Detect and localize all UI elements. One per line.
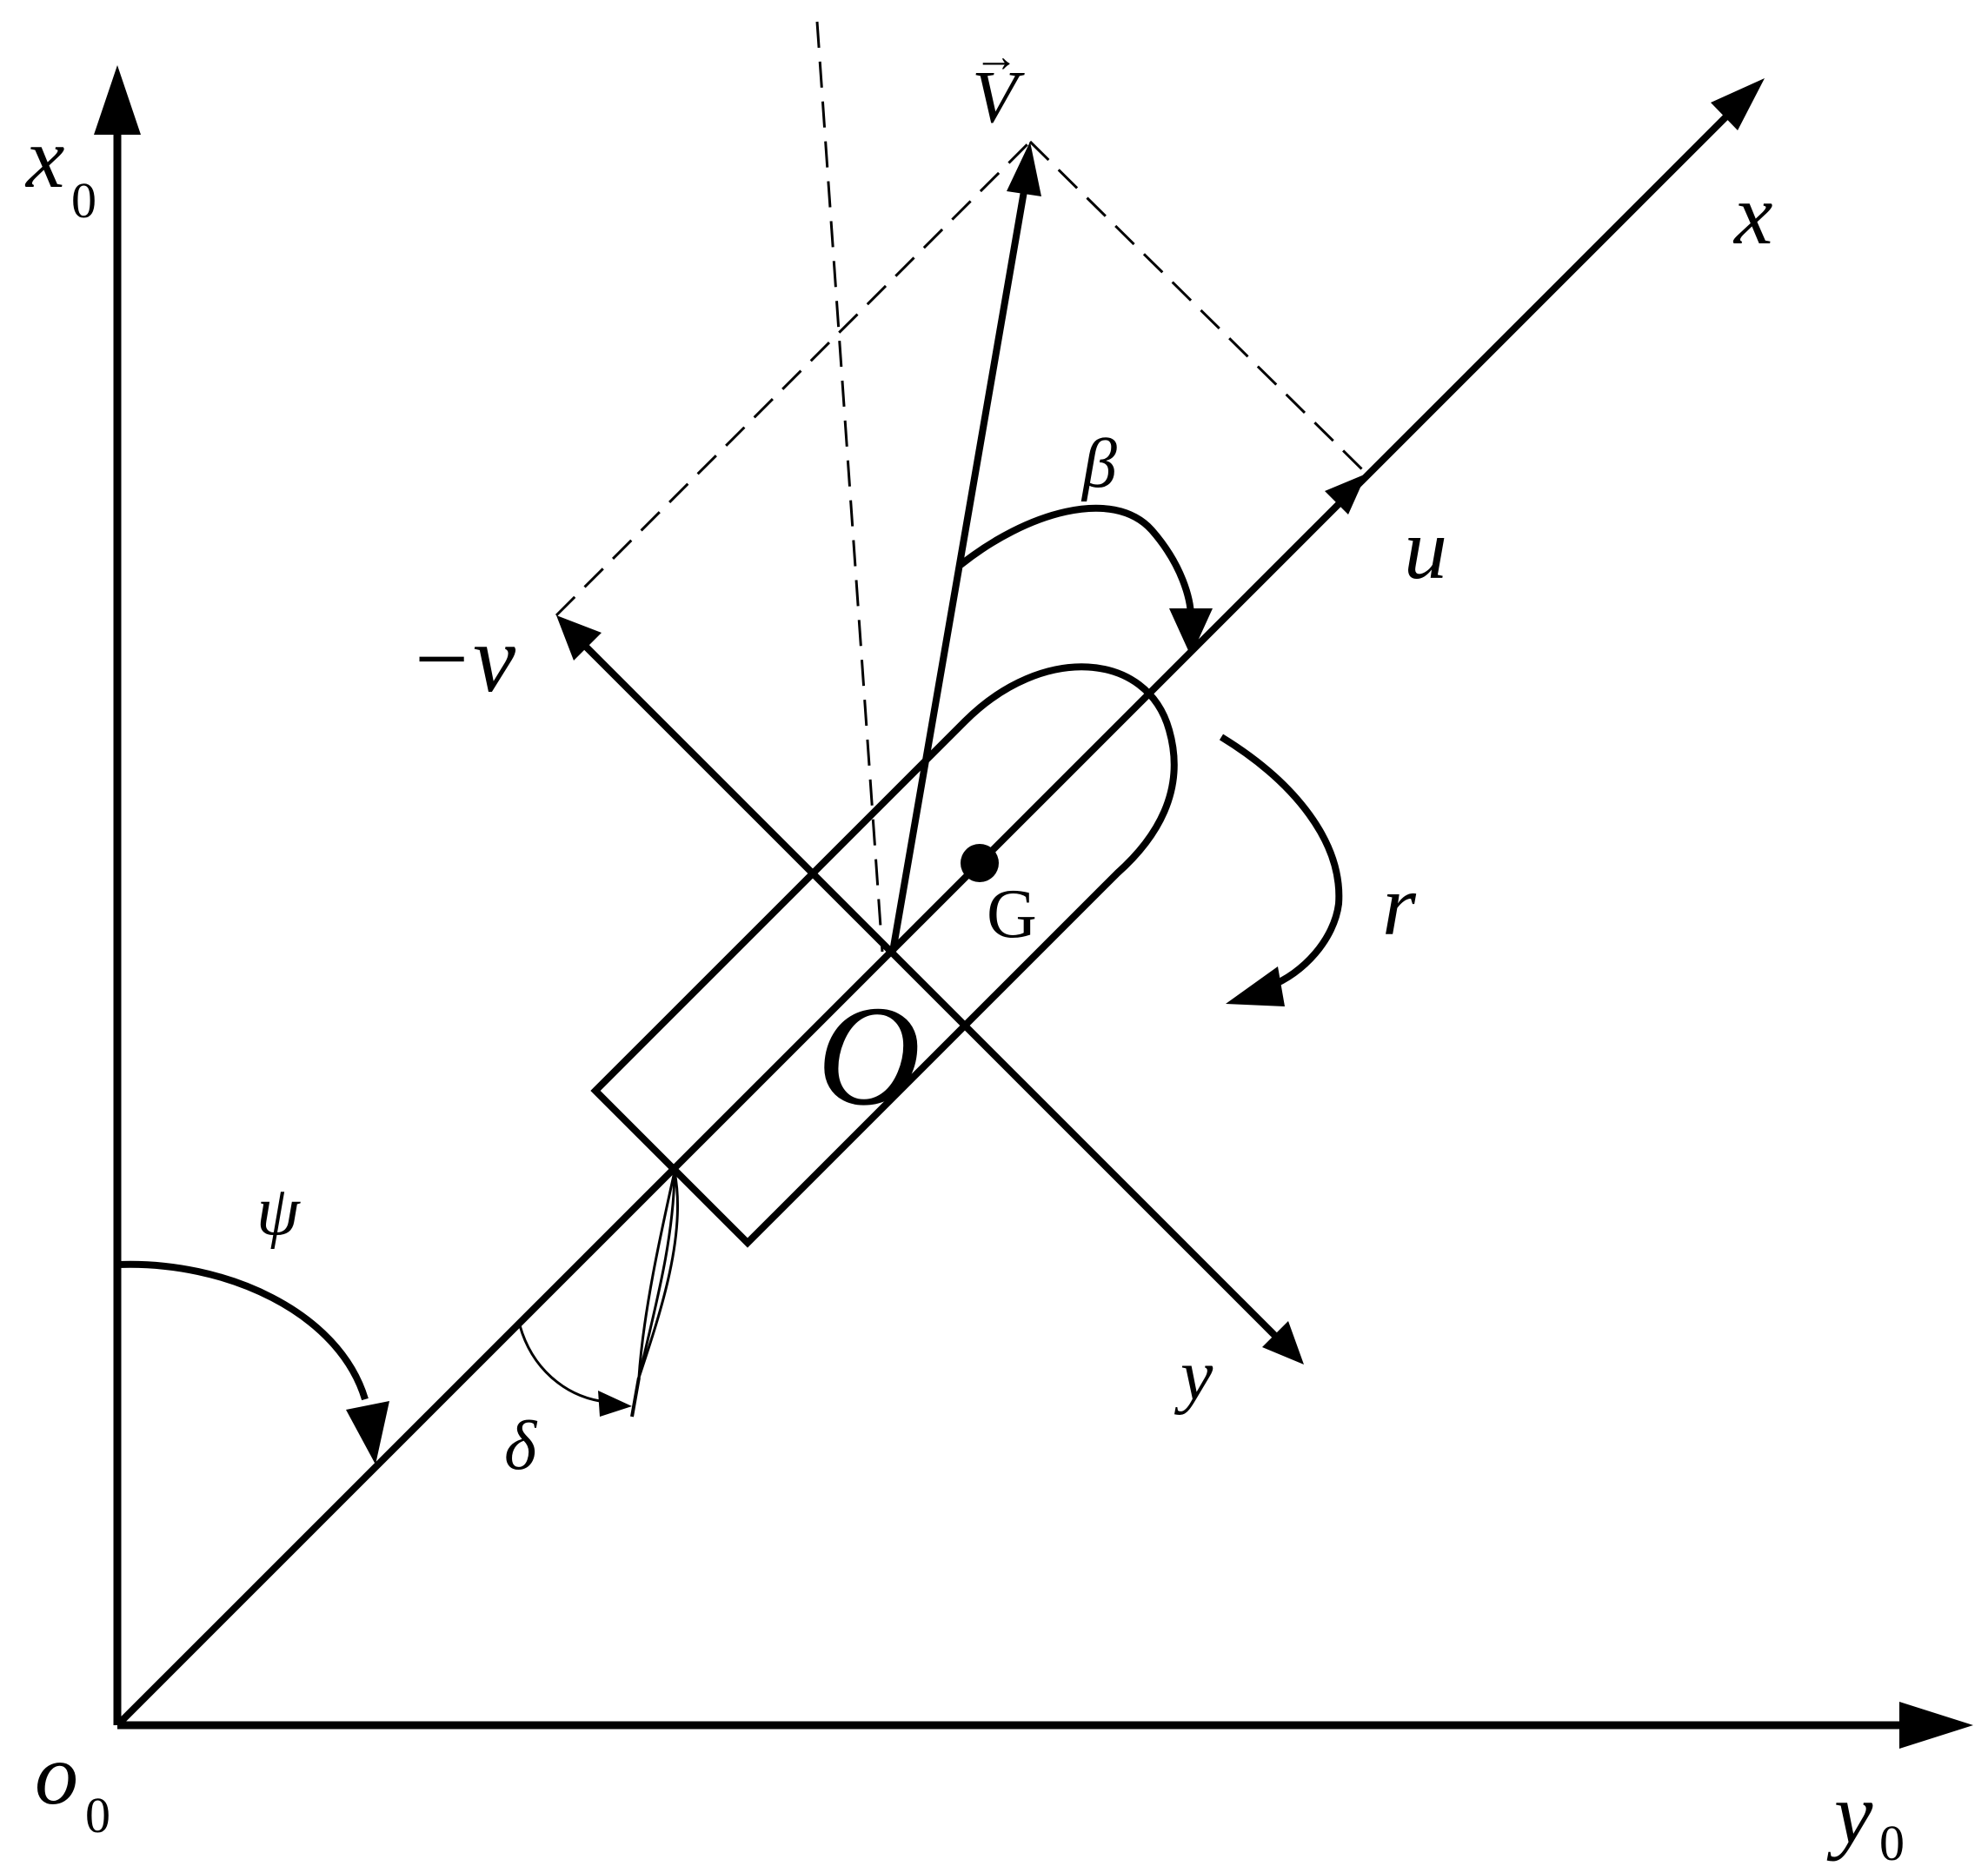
label-V-arrow: → [974, 32, 1019, 82]
label-body-x: x [1732, 166, 1772, 262]
body-x-axis [115, 78, 1765, 1728]
delta-angle-arc [518, 1325, 632, 1417]
label-o0: o [35, 1726, 78, 1823]
label-y0: y [1826, 1765, 1873, 1862]
velocity-vector-V [889, 142, 1041, 953]
ship-hull [590, 663, 1178, 1248]
label-u: u [1404, 501, 1447, 597]
label-V: V [972, 55, 1025, 138]
label-y0-sub: 0 [1879, 1815, 1905, 1866]
center-of-gravity-dot [961, 844, 999, 882]
label-body-y: y [1174, 1335, 1213, 1416]
dashed-construction-lines [555, 21, 1368, 953]
label-o0-sub: 0 [85, 1787, 110, 1843]
label-r: r [1382, 857, 1417, 953]
label-x0: x [24, 110, 64, 206]
label-O: O [817, 976, 921, 1135]
u-velocity-arrowhead [1325, 474, 1366, 515]
beta-angle-arc [958, 504, 1213, 656]
earth-y0-axis [117, 1702, 1973, 1749]
yaw-rate-arc [1219, 734, 1343, 1006]
label-psi: ψ [256, 1173, 301, 1250]
psi-angle-arc [116, 1260, 389, 1464]
label-beta: β [1080, 426, 1117, 502]
earth-x0-axis [94, 65, 141, 1725]
label-G: G [987, 876, 1037, 953]
label-x0-sub: 0 [71, 172, 96, 229]
rudder [630, 1171, 680, 1418]
body-y-axis [556, 615, 1304, 1365]
label-neg-v: −v [409, 606, 515, 712]
label-delta: δ [504, 1408, 538, 1484]
